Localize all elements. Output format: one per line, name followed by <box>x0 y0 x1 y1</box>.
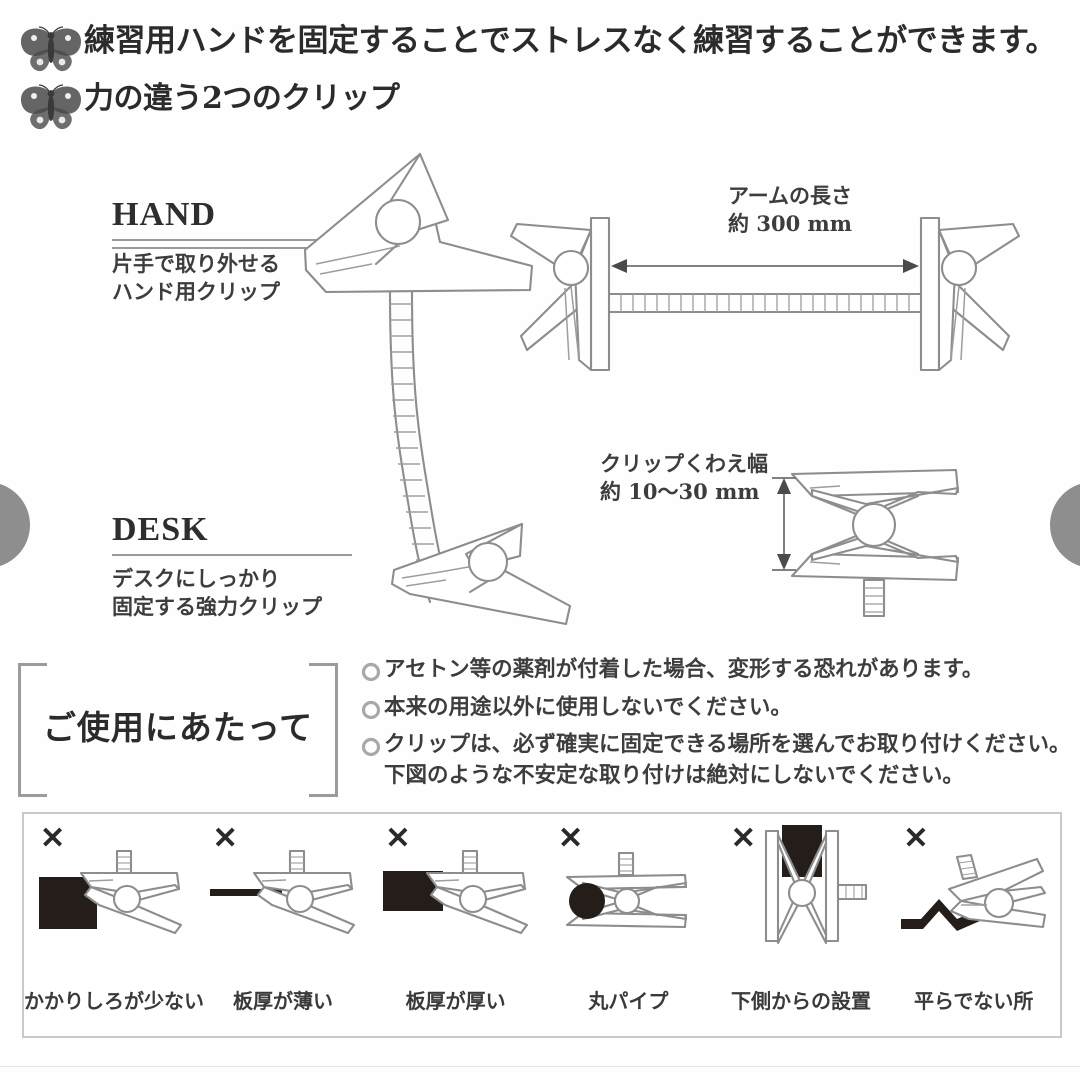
x-mark-icon: ✕ <box>730 822 756 855</box>
bad-example-art <box>899 828 1049 948</box>
circle-bullet-icon <box>361 700 381 719</box>
headline-block: 練習用ハンドを固定することでストレスなく練習することができます。 <box>0 22 1080 138</box>
arm-length-measure: アームの長さ 約 300 mm <box>660 182 920 239</box>
notice-item: アセトン等の薬剤が付着した場合、変形する恐れがあります。 <box>358 655 1073 686</box>
headline-row: 力の違う2つのクリップ <box>0 80 1080 132</box>
bad-example-caption: 下側からの設置 <box>731 989 872 1013</box>
bad-example-caption: かかりしろが少ない <box>24 989 204 1013</box>
notice-title-frame: ご使用にあたって <box>18 663 338 797</box>
desk-clip-art <box>390 522 572 626</box>
headline-line-1: 練習用ハンドを固定することでストレスなく練習することができます。 <box>84 23 1056 59</box>
notice-section: ご使用にあたって アセトン等の薬剤が付着した場合、変形する恐れがあります。 本来… <box>0 655 1080 805</box>
x-mark-icon: ✕ <box>558 822 584 855</box>
hand-underline <box>112 239 322 241</box>
illustration-band: HAND 片手で取り外せる ハンド用クリップ <box>0 140 1080 650</box>
notice-item-text: クリップは、必ず確実に固定できる場所を選んでお取り付けください。 下図のような不… <box>384 730 1071 791</box>
notice-item-line1: 本来の用途以外に使用しないでください。 <box>384 694 792 720</box>
hand-label-block: HAND 片手で取り外せる ハンド用クリップ <box>112 198 322 305</box>
headline-line-2: 力の違う2つのクリップ <box>84 81 400 116</box>
x-mark-icon: ✕ <box>40 822 66 855</box>
headline-row: 練習用ハンドを固定することでストレスなく練習することができます。 <box>0 22 1080 74</box>
clip-vertical-underside-icon <box>764 825 868 945</box>
clip-uneven-surface-icon <box>900 853 1046 931</box>
notice-item: 本来の用途以外に使用しないでください。 <box>358 693 1073 724</box>
hand-subtitle-line2: ハンド用クリップ <box>112 278 280 304</box>
bad-example-caption: 丸パイプ <box>588 989 669 1013</box>
bad-example-cell: ✕ 板厚が <box>369 814 542 1036</box>
x-mark-icon: ✕ <box>903 822 929 855</box>
x-mark-icon: ✕ <box>385 822 411 855</box>
bad-example-art <box>726 825 876 948</box>
notice-item-text: 本来の用途以外に使用しないでください。 <box>384 693 792 724</box>
desk-title: DESK <box>112 511 209 548</box>
arm-left-clip <box>509 216 611 372</box>
clip-width-diagram <box>772 468 960 618</box>
desk-subtitle-line1: デスクにしっかり <box>112 566 280 591</box>
bad-example-cell: ✕ 丸パイ <box>542 814 715 1036</box>
bad-example-cell: ✕ 平らで <box>887 814 1060 1036</box>
bad-example-cell: ✕ 下側からの設置 <box>715 814 888 1036</box>
bad-example-caption: 平らでない所 <box>913 989 1034 1013</box>
flexible-arm <box>607 292 923 314</box>
bad-example-art <box>35 828 185 948</box>
notice-bullet-list: アセトン等の薬剤が付着した場合、変形する恐れがあります。 本来の用途以外に使用し… <box>358 655 1073 798</box>
clip-side-thin-plate-icon <box>210 849 356 935</box>
desk-label-block: DESK デスクにしっかり 固定する強力クリップ <box>112 513 352 620</box>
clip-width-value: 約 10〜30 mm <box>600 479 760 505</box>
notice-item-text: アセトン等の薬剤が付着した場合、変形する恐れがあります。 <box>384 655 983 686</box>
notice-item-line1: クリップは、必ず確実に固定できる場所を選んでお取り付けください。 <box>384 732 1071 758</box>
arm-length-label: アームの長さ <box>727 183 853 208</box>
hand-leader-line <box>112 247 310 249</box>
x-mark-icon: ✕ <box>212 822 238 855</box>
bad-example-art <box>381 828 531 948</box>
clip-front-round-pipe-icon <box>566 851 688 929</box>
circle-bullet-icon <box>361 737 381 757</box>
bad-examples-panel: ✕ かかり <box>22 812 1062 1038</box>
butterfly-icon <box>20 26 82 72</box>
notice-item-line2: 下図のような不安定な取り付けは絶対にしないでください。 <box>384 762 964 788</box>
arm-right-clip <box>919 216 1021 372</box>
clip-side-thick-plate-icon <box>382 849 528 935</box>
bad-example-art <box>553 828 703 948</box>
clip-width-dimension-arrow <box>772 477 796 571</box>
bracket-left-icon <box>18 663 47 797</box>
arm-dimension-arrow <box>611 259 919 273</box>
bad-example-cell: ✕ かかり <box>24 814 204 1036</box>
hand-title: HAND <box>112 196 217 233</box>
hand-subtitle-line1: 片手で取り外せる <box>112 251 280 276</box>
page-bottom-divider <box>0 1066 1080 1067</box>
clip-open-front-view <box>790 468 960 618</box>
bad-example-caption: 板厚が薄い <box>233 989 333 1013</box>
butterfly-icon <box>20 84 82 130</box>
clip-side-thick-block-icon <box>39 849 183 935</box>
bracket-right-icon <box>309 663 338 797</box>
arm-length-value: 約 300 mm <box>728 211 852 237</box>
bad-example-art <box>208 828 358 948</box>
arm-span-diagram <box>509 216 1021 372</box>
notice-item-line1: アセトン等の薬剤が付着した場合、変形する恐れがあります。 <box>384 657 984 682</box>
clip-width-label: クリップくわえ幅 <box>600 451 768 476</box>
notice-title: ご使用にあたって <box>42 708 314 747</box>
bad-example-cell: ✕ 板厚が <box>197 814 370 1036</box>
hand-clip-art <box>303 152 534 294</box>
desk-subtitle-line2: 固定する強力クリップ <box>112 593 322 619</box>
clip-width-measure: クリップくわえ幅 約 10〜30 mm <box>600 450 850 507</box>
desk-underline <box>112 554 352 556</box>
circle-bullet-icon <box>361 662 381 682</box>
bad-example-caption: 板厚が厚い <box>405 989 506 1013</box>
notice-item: クリップは、必ず確実に固定できる場所を選んでお取り付けください。 下図のような不… <box>358 730 1073 791</box>
